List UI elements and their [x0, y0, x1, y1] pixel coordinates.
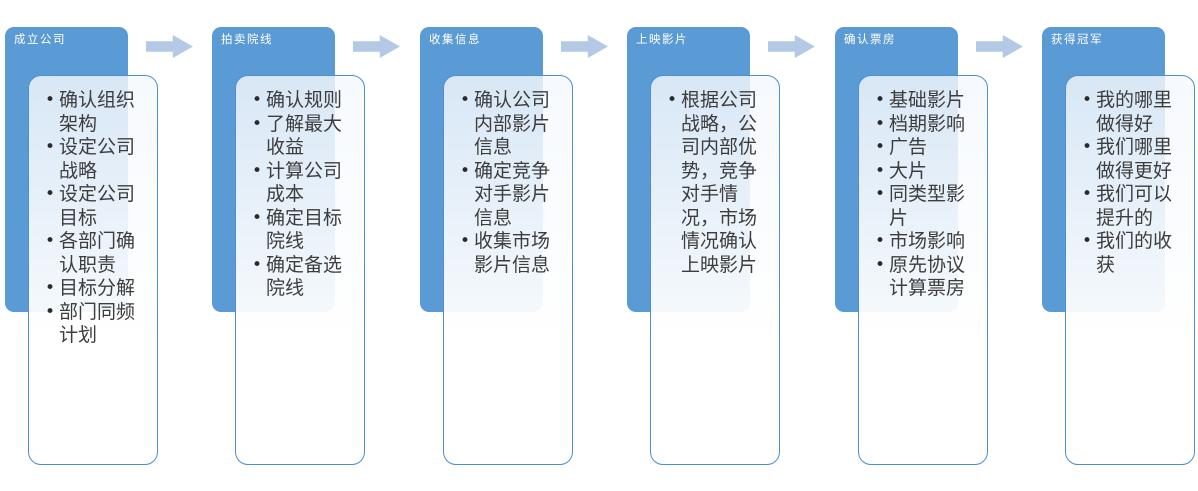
bullet-item: 档期影响	[875, 113, 965, 137]
bullet-item: 确认规则	[252, 89, 342, 113]
bullet-list: 确认组织架构 设定公司战略 设定公司目标 各部门确认职责 目标分解 部门同频计划	[29, 76, 157, 348]
stage-content-card: 确认规则 了解最大收益 计算公司成本 确定目标院线 确定备选院线	[235, 75, 365, 465]
stage-column-5: 确认票房 基础影片 档期影响 广告 大片 同类型影片 市场影响 原先协议计算票房	[835, 27, 995, 467]
bullet-item: 根据公司战略，公司内部优势，竞争对手情况，市场情况确认上映影片	[667, 89, 757, 277]
bullet-item: 大片	[875, 160, 965, 184]
bullet-item: 确定备选院线	[252, 254, 342, 301]
bullet-item: 各部门确认职责	[45, 230, 135, 277]
stage-content-card: 根据公司战略，公司内部优势，竞争对手情况，市场情况确认上映影片	[650, 75, 780, 465]
bullet-item: 我们可以提升的	[1082, 183, 1172, 230]
bullet-item: 目标分解	[45, 277, 135, 301]
stage-title: 确认票房	[844, 34, 896, 46]
bullet-item: 设定公司目标	[45, 183, 135, 230]
bullet-item: 确定目标院线	[252, 207, 342, 254]
bullet-item: 确认组织架构	[45, 89, 135, 136]
bullet-list: 我的哪里做得好 我们哪里做得更好 我们可以提升的 我们的收获	[1066, 76, 1194, 277]
stage-content-card: 基础影片 档期影响 广告 大片 同类型影片 市场影响 原先协议计算票房	[858, 75, 988, 465]
bullet-list: 确认公司内部影片信息 确定竞争对手影片信息 收集市场影片信息	[444, 76, 572, 277]
bullet-item: 市场影响	[875, 230, 965, 254]
stage-content-card: 确认组织架构 设定公司战略 设定公司目标 各部门确认职责 目标分解 部门同频计划	[28, 75, 158, 465]
bullet-list: 确认规则 了解最大收益 计算公司成本 确定目标院线 确定备选院线	[236, 76, 364, 301]
bullet-item: 了解最大收益	[252, 113, 342, 160]
bullet-item: 我们哪里做得更好	[1082, 136, 1172, 183]
stage-column-4: 上映影片 根据公司战略，公司内部优势，竞争对手情况，市场情况确认上映影片	[627, 27, 787, 467]
bullet-item: 确定竞争对手影片信息	[460, 160, 550, 231]
stage-column-2: 拍卖院线 确认规则 了解最大收益 计算公司成本 确定目标院线 确定备选院线	[212, 27, 372, 467]
bullet-item: 确认公司内部影片信息	[460, 89, 550, 160]
bullet-list: 根据公司战略，公司内部优势，竞争对手情况，市场情况确认上映影片	[651, 76, 779, 277]
stage-title: 拍卖院线	[221, 34, 273, 46]
bullet-item: 收集市场影片信息	[460, 230, 550, 277]
stage-title: 获得冠军	[1051, 34, 1103, 46]
bullet-item: 同类型影片	[875, 183, 965, 230]
stage-title: 收集信息	[429, 34, 481, 46]
stage-column-1: 成立公司 确认组织架构 设定公司战略 设定公司目标 各部门确认职责 目标分解 部…	[5, 27, 165, 467]
stage-column-3: 收集信息 确认公司内部影片信息 确定竞争对手影片信息 收集市场影片信息	[420, 27, 580, 467]
bullet-item: 我的哪里做得好	[1082, 89, 1172, 136]
stage-title: 成立公司	[14, 34, 66, 46]
stage-content-card: 确认公司内部影片信息 确定竞争对手影片信息 收集市场影片信息	[443, 75, 573, 465]
bullet-item: 我们的收获	[1082, 230, 1172, 277]
bullet-list: 基础影片 档期影响 广告 大片 同类型影片 市场影响 原先协议计算票房	[859, 76, 987, 301]
bullet-item: 广告	[875, 136, 965, 160]
bullet-item: 原先协议计算票房	[875, 254, 965, 301]
stage-title: 上映影片	[636, 34, 688, 46]
bullet-item: 计算公司成本	[252, 160, 342, 207]
stage-content-card: 我的哪里做得好 我们哪里做得更好 我们可以提升的 我们的收获	[1065, 75, 1195, 465]
bullet-item: 部门同频计划	[45, 301, 135, 348]
stage-column-6: 获得冠军 我的哪里做得好 我们哪里做得更好 我们可以提升的 我们的收获	[1042, 27, 1198, 467]
bullet-item: 设定公司战略	[45, 136, 135, 183]
bullet-item: 基础影片	[875, 89, 965, 113]
